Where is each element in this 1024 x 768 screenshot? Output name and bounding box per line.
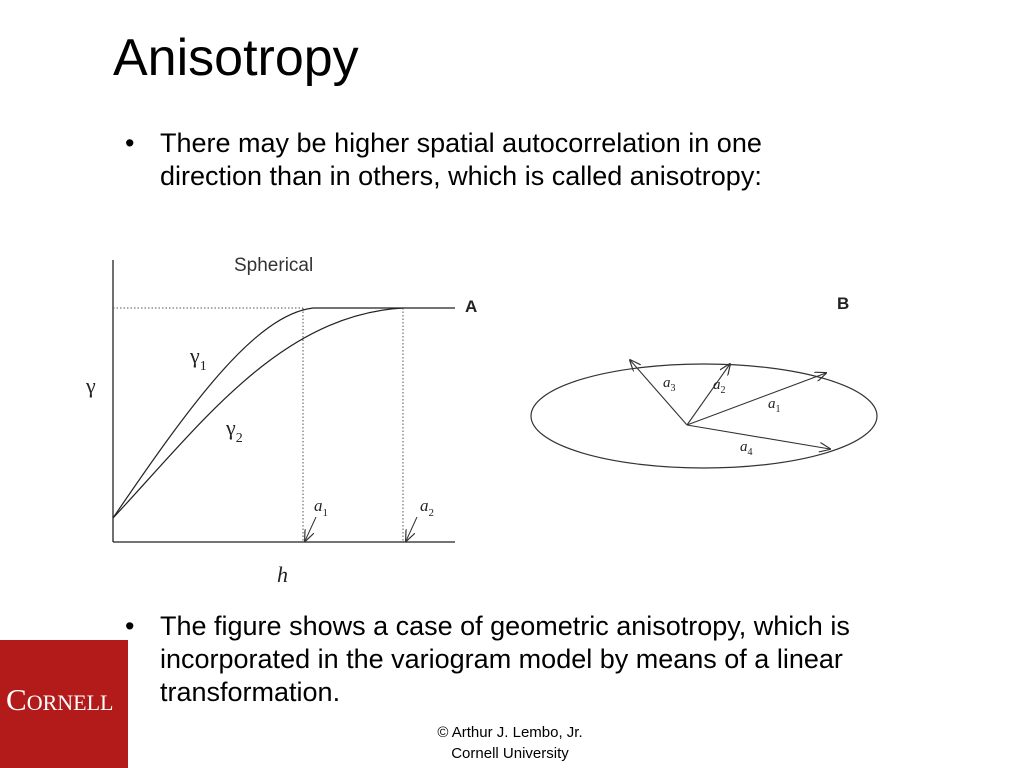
bullet-line: The figure shows a case of geometric ani… bbox=[160, 611, 850, 641]
chart-title: Spherical bbox=[234, 255, 313, 276]
anisotropy-figure: Spherical A γ h γ1 γ2 a1 a2 B a1 a2 a3 a… bbox=[85, 255, 878, 585]
bullet-text: The figure shows a case of geometric ani… bbox=[160, 610, 850, 709]
cornell-logo: CORNELL bbox=[0, 640, 128, 768]
panel-b: B a1 a2 a3 a4 bbox=[530, 294, 878, 469]
bullet-line: incorporated in the variogram model by m… bbox=[160, 644, 843, 674]
range-1-arrow bbox=[305, 516, 317, 541]
bullet-marker: • bbox=[125, 611, 135, 641]
x-axis-label: h bbox=[277, 562, 288, 585]
vector-a1-label: a1 bbox=[768, 396, 781, 415]
footer-credit: © Arthur J. Lembo, Jr. Cornell Universit… bbox=[400, 722, 620, 764]
vector-a3-label: a3 bbox=[663, 375, 676, 394]
vector-a4 bbox=[686, 424, 830, 449]
vector-a1 bbox=[686, 373, 826, 426]
y-axis-label: γ bbox=[85, 373, 96, 398]
curve-2-label: γ2 bbox=[225, 415, 243, 446]
vector-a2 bbox=[686, 364, 730, 426]
cornell-wordmark: CORNELL bbox=[6, 682, 113, 717]
bullet-line: transformation. bbox=[160, 677, 341, 707]
curve-gamma-1 bbox=[112, 307, 455, 519]
vector-a3 bbox=[630, 360, 688, 426]
bullet-line: direction than in others, which is calle… bbox=[160, 161, 762, 191]
panel-label-a: A bbox=[465, 297, 477, 316]
bullet-marker: • bbox=[125, 128, 135, 158]
panel-a: Spherical A γ h γ1 γ2 a1 a2 bbox=[85, 255, 477, 585]
svg-text:CORNELL: CORNELL bbox=[6, 682, 113, 717]
footer-institution: Cornell University bbox=[451, 745, 569, 762]
footer-author: © Arthur J. Lembo, Jr. bbox=[437, 724, 583, 741]
range-1-label: a1 bbox=[314, 496, 328, 519]
slide-title: Anisotropy bbox=[113, 29, 359, 87]
vector-a4-label: a4 bbox=[740, 439, 753, 458]
anisotropy-ellipse bbox=[530, 363, 878, 469]
curve-gamma-2 bbox=[112, 307, 404, 519]
bullet-text: There may be higher spatial autocorrelat… bbox=[160, 127, 762, 193]
range-2-arrow bbox=[406, 516, 418, 541]
bullet-line: There may be higher spatial autocorrelat… bbox=[160, 128, 762, 158]
panel-label-b: B bbox=[837, 294, 849, 313]
vector-a2-label: a2 bbox=[713, 377, 726, 396]
range-2-label: a2 bbox=[420, 496, 434, 519]
curve-1-label: γ1 bbox=[189, 343, 207, 374]
